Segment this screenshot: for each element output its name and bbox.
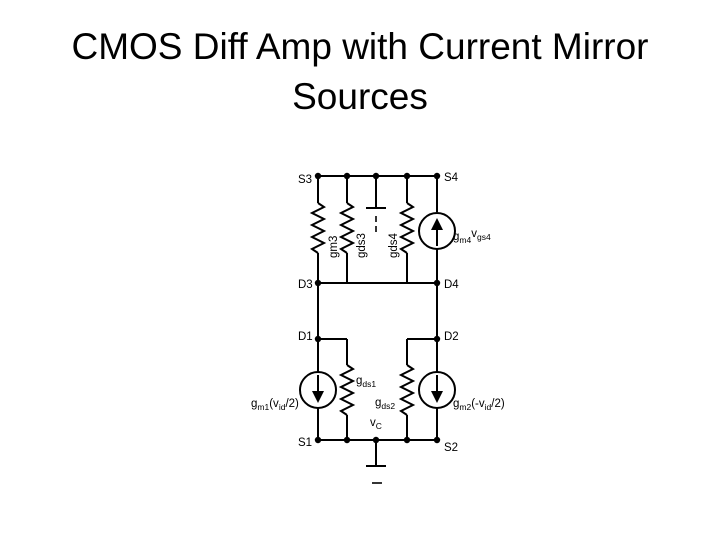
node-label-d4: D4 — [444, 279, 459, 291]
bottom-ground-symbol — [366, 440, 386, 484]
gm2-label: gm2(-vid/2) — [453, 398, 505, 412]
gm4-current-source — [418, 212, 456, 250]
node-label-d2: D2 — [444, 331, 459, 343]
gds2-resistor — [398, 364, 416, 416]
slide-title: CMOS Diff Amp with Current Mirror Source… — [40, 22, 680, 122]
gm1-label: gm1(vid/2) — [251, 398, 299, 412]
gds1-label: gds1 — [356, 375, 376, 389]
gm3-resistor — [309, 202, 327, 254]
top-ground-symbol — [366, 176, 386, 232]
gm2-current-source — [418, 371, 456, 409]
node-label-s1: S1 — [298, 437, 312, 449]
node-label-s3: S3 — [298, 174, 312, 186]
title-line-2: Sources — [292, 76, 428, 117]
vc-label: vC — [370, 417, 382, 431]
gds3-resistor — [338, 202, 356, 254]
gds4-resistor — [398, 202, 416, 254]
gds2-label: gds2 — [375, 397, 395, 411]
junction-dots — [314, 172, 441, 444]
node-label-d1: D1 — [298, 331, 313, 343]
gm1-current-source — [299, 371, 337, 409]
gds3-label: gds3 — [356, 233, 368, 258]
node-label-s4: S4 — [444, 172, 459, 184]
node-label-s2: S2 — [444, 442, 458, 454]
gds4-label: gds4 — [388, 232, 400, 258]
node-label-d3: D3 — [298, 279, 313, 291]
gm3-label: gm3 — [328, 236, 340, 258]
title-line-1: CMOS Diff Amp with Current Mirror — [71, 26, 649, 67]
gds1-resistor — [338, 364, 356, 416]
gm4-label: gm4vgs4 — [453, 228, 491, 245]
